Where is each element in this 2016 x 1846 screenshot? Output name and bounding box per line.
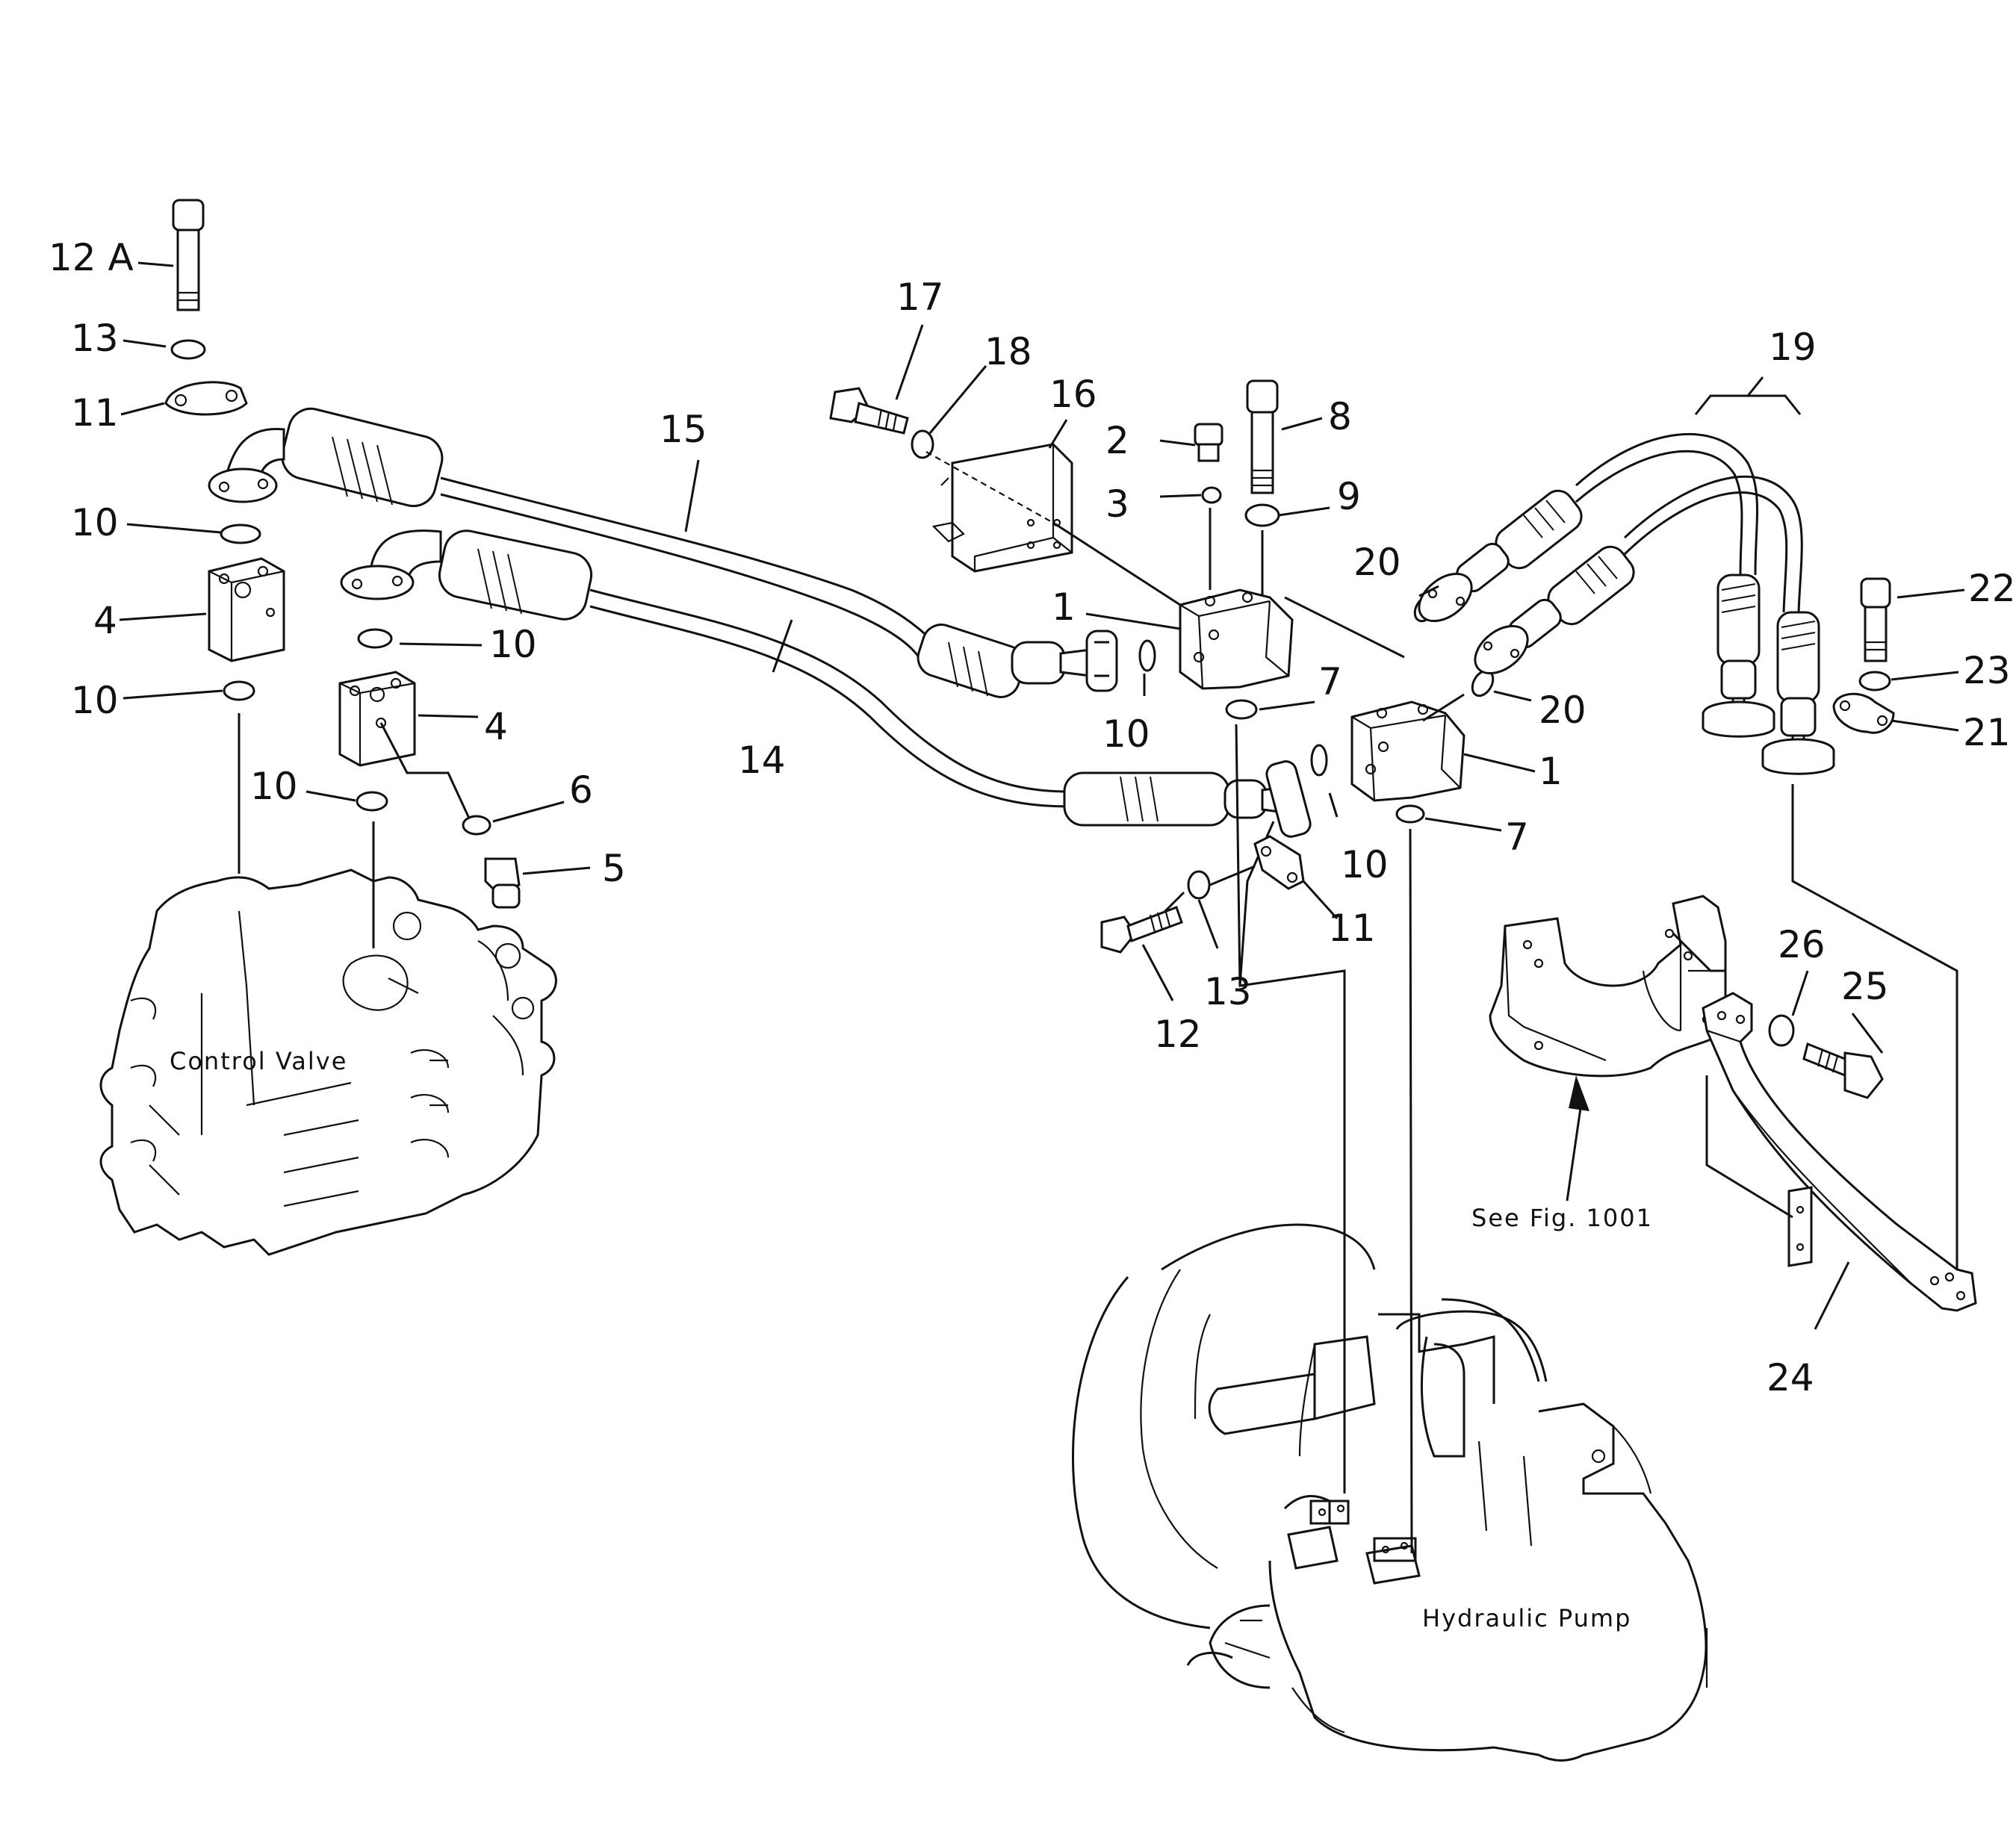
callout-numbers: 12 A 13 11 15 10 4 10 10 4 14 10 6 5 17 … bbox=[49, 236, 2016, 1399]
callout-11-lower: 11 bbox=[1328, 907, 1376, 950]
bolt-22 bbox=[1860, 577, 1891, 662]
callout-10-e: 10 bbox=[1102, 712, 1150, 756]
o-ring-10-e bbox=[1138, 639, 1156, 672]
reference-note: See Fig. 1001 bbox=[1471, 1204, 1653, 1232]
guide-to-plug bbox=[379, 722, 472, 822]
o-ring-3 bbox=[1201, 486, 1222, 504]
washer-13-top bbox=[170, 339, 206, 360]
hydraulic-pump: Hydraulic Pump bbox=[1072, 1223, 1708, 1762]
callout-16: 16 bbox=[1049, 373, 1097, 416]
bolt-12 bbox=[1100, 906, 1183, 954]
callout-24: 24 bbox=[1767, 1356, 1814, 1399]
reference-arrow: See Fig. 1001 bbox=[1471, 1075, 1653, 1232]
pump-housing-bracket bbox=[1489, 895, 1727, 1078]
callout-23: 23 bbox=[1963, 649, 2011, 692]
callout-20-b: 20 bbox=[1539, 689, 1587, 732]
washer-18 bbox=[911, 429, 934, 459]
plug-5 bbox=[484, 857, 521, 909]
guide-block-1-upper bbox=[1235, 724, 1346, 1494]
callout-9: 9 bbox=[1337, 475, 1361, 518]
o-ring-7-lower bbox=[1395, 804, 1425, 824]
washer-23 bbox=[1858, 671, 1891, 692]
callout-13-lower: 13 bbox=[1204, 970, 1252, 1013]
callout-20-a: 20 bbox=[1353, 541, 1401, 584]
hydraulic-pump-label: Hydraulic Pump bbox=[1422, 1604, 1631, 1632]
hose-assembly-19 bbox=[1418, 376, 1835, 775]
split-flange-block-1-upper bbox=[1179, 588, 1294, 690]
leader-lines bbox=[119, 261, 1965, 1330]
callout-7-upper: 7 bbox=[1318, 660, 1342, 703]
guide-block-1-lower bbox=[1409, 828, 1413, 1554]
callout-12: 12 bbox=[1154, 1013, 1202, 1056]
callout-17: 17 bbox=[896, 276, 944, 319]
callout-10-b: 10 bbox=[489, 623, 537, 666]
callout-25: 25 bbox=[1841, 965, 1889, 1008]
washer-13-lower bbox=[1187, 870, 1211, 900]
bolt-25 bbox=[1802, 1042, 1884, 1099]
o-ring-10-c bbox=[357, 628, 393, 649]
guide-16-to-block bbox=[1052, 521, 1181, 606]
callout-22: 22 bbox=[1968, 567, 2016, 610]
guide-19-to-bracket bbox=[1791, 784, 1958, 1284]
bolt-12a bbox=[172, 199, 205, 311]
hose-15 bbox=[208, 407, 1118, 698]
callout-4-left: 4 bbox=[93, 599, 117, 642]
callout-10-f: 10 bbox=[1341, 843, 1389, 886]
guide-20 bbox=[1284, 596, 1465, 722]
o-ring-10-d bbox=[356, 791, 388, 812]
control-valve-label: Control Valve bbox=[170, 1047, 347, 1075]
washer-26 bbox=[1768, 1014, 1795, 1047]
half-clamp-21 bbox=[1832, 692, 1895, 734]
callout-3: 3 bbox=[1105, 482, 1129, 526]
callout-12a: 12 A bbox=[49, 236, 134, 279]
support-bracket-24 bbox=[1702, 992, 1977, 1312]
control-valve: Control Valve bbox=[99, 868, 557, 1256]
callout-6: 6 bbox=[569, 768, 593, 812]
callout-1-lower: 1 bbox=[1539, 750, 1563, 793]
hose-14 bbox=[340, 529, 1312, 838]
guide-11-12 bbox=[1164, 865, 1256, 913]
o-ring-7-upper bbox=[1225, 699, 1258, 720]
half-clamp-11-lower bbox=[1253, 835, 1305, 890]
washer-9 bbox=[1244, 503, 1280, 527]
callout-21: 21 bbox=[1963, 711, 2011, 754]
callout-10-c: 10 bbox=[71, 679, 119, 722]
callout-4-center: 4 bbox=[484, 705, 508, 748]
callout-5: 5 bbox=[602, 847, 626, 890]
half-clamp-11-top bbox=[164, 381, 248, 416]
o-ring-10-a bbox=[220, 523, 261, 544]
callout-18: 18 bbox=[984, 330, 1032, 373]
callout-10-d: 10 bbox=[250, 765, 298, 808]
guide-24-to-plate bbox=[1705, 1075, 1793, 1219]
callout-11-top: 11 bbox=[71, 391, 119, 435]
split-flange-block-1-lower bbox=[1350, 700, 1466, 802]
callout-8: 8 bbox=[1328, 395, 1352, 438]
callout-10-a: 10 bbox=[71, 501, 119, 544]
callout-26: 26 bbox=[1778, 923, 1826, 966]
callout-15: 15 bbox=[660, 408, 707, 451]
plate-16 bbox=[925, 443, 1073, 573]
callout-13-top: 13 bbox=[71, 317, 119, 360]
callout-19: 19 bbox=[1769, 326, 1817, 369]
o-ring-10-b bbox=[223, 680, 255, 701]
bolt-17 bbox=[829, 387, 909, 435]
o-ring-10-f bbox=[1310, 744, 1328, 777]
callout-7-lower: 7 bbox=[1505, 815, 1529, 859]
o-ring-6 bbox=[462, 815, 491, 836]
split-flange-block-4-center bbox=[338, 671, 416, 767]
guide-bracket-to-24 bbox=[1672, 932, 1725, 972]
callout-2: 2 bbox=[1105, 419, 1129, 462]
bolt-8 bbox=[1246, 379, 1279, 494]
callout-14: 14 bbox=[738, 739, 786, 782]
callout-1-upper: 1 bbox=[1052, 585, 1076, 629]
split-flange-block-4-left bbox=[208, 557, 285, 662]
plug-2 bbox=[1194, 423, 1223, 462]
